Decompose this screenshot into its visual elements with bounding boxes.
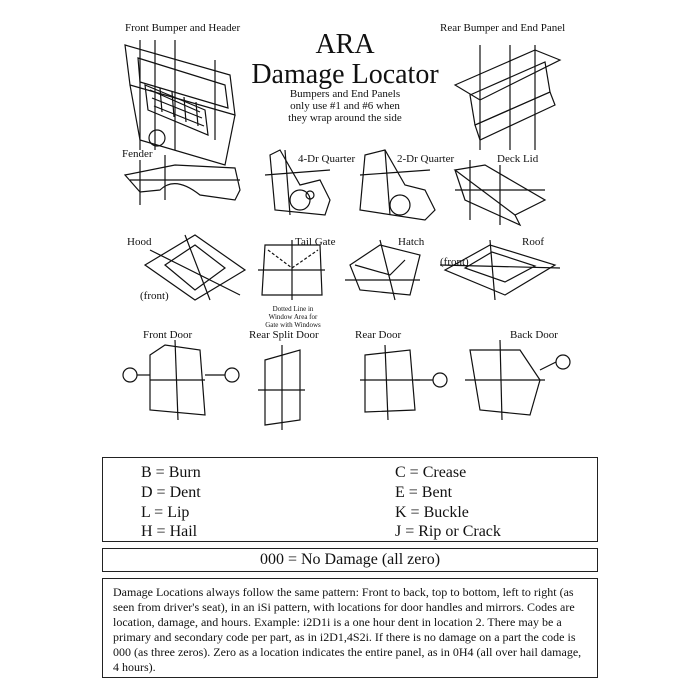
tail-gate-note-line-2: Window Area for (268, 313, 318, 321)
tail-gate-note-line-3: Gate with Windows (265, 321, 321, 329)
label-front-bumper: Front Bumper and Header (125, 22, 241, 34)
label-back-door: Back Door (510, 329, 558, 341)
subtitle-line-3: they wrap around the side (288, 112, 402, 124)
label-hood-front: (front) (140, 290, 169, 302)
roof-drawing (439, 239, 561, 301)
damage-codes-box: B = Burn C = Crease D = Dent E = Bent L … (102, 457, 598, 542)
label-roof-front: (front) (440, 256, 469, 268)
description-box: Damage Locations always follow the same … (102, 578, 598, 678)
code-crease: C = Crease (395, 464, 467, 481)
front-door-drawing (122, 339, 240, 421)
subtitle-line-1: Bumpers and End Panels (289, 88, 401, 100)
hood-drawing (143, 234, 247, 301)
label-hatch: Hatch (398, 236, 425, 248)
label-rear-door: Rear Door (355, 329, 402, 341)
label-fender: Fender (122, 148, 153, 160)
rear-bumper-drawing (453, 45, 562, 150)
code-buckle: K = Buckle (395, 504, 469, 521)
rear-split-door-drawing (258, 345, 305, 430)
tail-gate-note-line-1: Dotted Line in (272, 305, 314, 313)
code-lip: L = Lip (141, 504, 190, 521)
hatch-drawing (345, 239, 421, 301)
code-hail: H = Hail (141, 523, 198, 540)
page-subtitle: Bumpers and End Panels only use #1 and #… (230, 88, 460, 124)
front-bumper-drawing (124, 40, 236, 166)
label-tail-gate: Tail Gate (295, 236, 336, 248)
panel-drawings (122, 40, 571, 430)
tail-gate-note: Dotted Line in Window Area for Gate with… (262, 305, 324, 329)
label-hood: Hood (127, 236, 152, 248)
code-rip-crack: J = Rip or Crack (395, 523, 501, 540)
quarter-4dr-drawing (264, 149, 331, 216)
label-rear-bumper: Rear Bumper and End Panel (440, 22, 566, 34)
page-title: ARA Damage Locator (230, 30, 460, 90)
label-4dr-quarter: 4-Dr Quarter (298, 153, 356, 165)
label-2dr-quarter: 2-Dr Quarter (397, 153, 455, 165)
subtitle-line-2: only use #1 and #6 when (290, 100, 400, 112)
title-line-1: ARA (315, 29, 375, 60)
deck-lid-drawing (453, 160, 547, 227)
no-damage-box: 000 = No Damage (all zero) (102, 548, 598, 572)
code-dent: D = Dent (141, 484, 201, 501)
tail-gate-drawing (258, 240, 325, 300)
label-roof: Roof (522, 236, 544, 248)
title-line-2: Damage Locator (251, 59, 439, 90)
back-door-drawing (465, 339, 571, 421)
fender-drawing (123, 155, 241, 205)
quarter-2dr-drawing (359, 149, 436, 221)
label-rear-split-door: Rear Split Door (249, 329, 319, 341)
label-front-door: Front Door (143, 329, 193, 341)
rear-door-drawing (360, 344, 448, 421)
code-burn: B = Burn (141, 464, 201, 481)
code-bent: E = Bent (395, 484, 453, 501)
label-deck-lid: Deck Lid (497, 153, 539, 165)
